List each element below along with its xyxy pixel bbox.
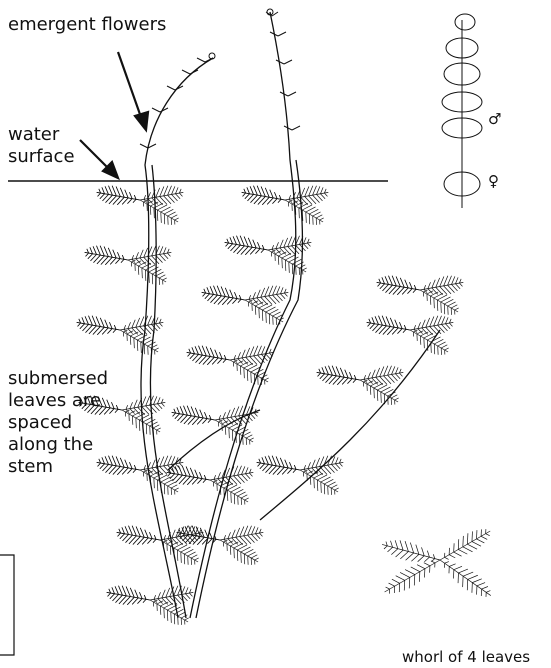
label-water-surface: water surface — [8, 124, 75, 168]
submersed-leaf-whorls — [77, 186, 464, 625]
whorl-of-four-leaves — [382, 529, 491, 597]
inset-frame — [0, 555, 14, 655]
male-symbol: ♂ — [488, 110, 501, 128]
label-submersed-leaves: submersed leaves are spaced along the st… — [8, 368, 108, 478]
emergent-flowers-arrow — [118, 52, 148, 130]
label-emergent-flowers: emergent flowers — [8, 14, 166, 36]
female-symbol: ♀ — [488, 172, 499, 190]
flower-spike-detail — [442, 14, 482, 208]
water-surface-arrow — [80, 140, 118, 178]
label-whorl-of-4-leaves: whorl of 4 leaves — [402, 648, 530, 666]
